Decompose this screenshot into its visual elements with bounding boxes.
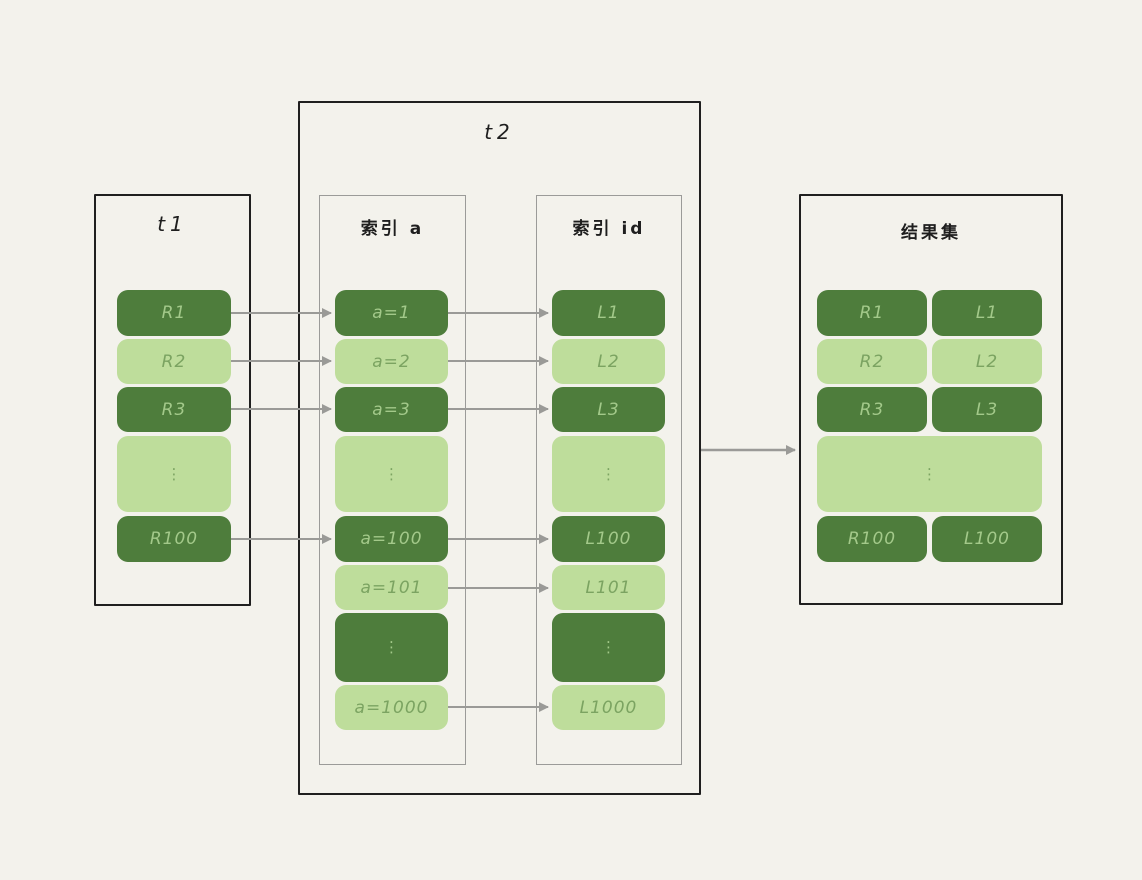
result-row-100-left: R100	[817, 516, 927, 562]
result-row-1-left-label: R1	[859, 303, 885, 323]
index-id-row-100: L100	[552, 516, 665, 562]
index-a-row-1000: a=1000	[335, 685, 448, 730]
index-a-ellipsis-2: ⋮	[335, 613, 448, 682]
index-a-box	[319, 195, 466, 765]
index-a-row-3-label: a=3	[372, 399, 411, 420]
index-id-row-1: L1	[552, 290, 665, 336]
index-id-row-2: L2	[552, 339, 665, 384]
result-row-1-left: R1	[817, 290, 927, 336]
result-row-2-left-label: R2	[859, 351, 885, 372]
index-id-row-101: L101	[552, 565, 665, 610]
result-row-3-right-label: L3	[975, 399, 999, 420]
result-set-box	[799, 194, 1063, 605]
result-row-2-right-label: L2	[975, 351, 999, 372]
index-a-row-2-label: a=2	[372, 351, 411, 372]
result-row-3-right: L3	[932, 387, 1042, 432]
index-id-ellipsis-2: ⋮	[552, 613, 665, 682]
index-id-row-1000-label: L1000	[579, 697, 638, 718]
table-t1-title: t1	[157, 212, 188, 236]
result-set-title: 结果集	[901, 223, 961, 243]
result-row-100-left-label: R100	[847, 529, 897, 549]
index-id-box	[536, 195, 682, 765]
result-row-ellipsis: ⋮	[817, 436, 1042, 512]
result-row-2-left: R2	[817, 339, 927, 384]
index-a-row-101-label: a=101	[360, 577, 423, 598]
result-row-1-right: L1	[932, 290, 1042, 336]
index-a-row-3: a=3	[335, 387, 448, 432]
index-id-ellipsis-2-glyph: ⋮	[601, 638, 616, 656]
t1-row-r1: R1	[117, 290, 231, 336]
index-id-row-101-label: L101	[585, 577, 632, 598]
index-id-title: 索引 id	[572, 219, 646, 239]
index-a-row-1000-label: a=1000	[354, 697, 429, 718]
index-id-row-1000: L1000	[552, 685, 665, 730]
table-t2-box	[298, 101, 701, 795]
index-id-row-2-label: L2	[597, 351, 620, 372]
t1-row-r3-label: R3	[161, 399, 187, 420]
index-id-row-3: L3	[552, 387, 665, 432]
result-row-100-right-label: L100	[964, 529, 1010, 549]
t1-ellipsis-glyph: ⋮	[166, 464, 182, 483]
t1-row-r3: R3	[117, 387, 231, 432]
index-id-row-1-label: L1	[597, 303, 620, 323]
index-a-row-1-label: a=1	[372, 303, 411, 323]
result-row-3-left: R3	[817, 387, 927, 432]
index-a-ellipsis-1: ⋮	[335, 436, 448, 512]
result-row-2-right: L2	[932, 339, 1042, 384]
table-t1-box	[94, 194, 251, 606]
index-a-row-100-label: a=100	[360, 529, 423, 549]
result-row-1-right-label: L1	[975, 303, 999, 323]
index-id-ellipsis-1-glyph: ⋮	[601, 464, 616, 483]
result-ellipsis-glyph: ⋮	[922, 464, 937, 483]
index-id-row-100-label: L100	[585, 529, 632, 549]
index-id-ellipsis-1: ⋮	[552, 436, 665, 512]
t1-row-r1-label: R1	[161, 303, 187, 323]
t1-row-r2: R2	[117, 339, 231, 384]
result-row-3-left-label: R3	[859, 399, 885, 420]
t1-row-r100-label: R100	[149, 529, 199, 549]
t1-row-ellipsis: ⋮	[117, 436, 231, 512]
index-id-row-3-label: L3	[597, 399, 620, 420]
index-a-ellipsis-1-glyph: ⋮	[384, 464, 399, 483]
t1-row-r100: R100	[117, 516, 231, 562]
index-a-title: 索引 a	[360, 219, 425, 239]
index-a-row-1: a=1	[335, 290, 448, 336]
index-a-row-100: a=100	[335, 516, 448, 562]
index-a-row-2: a=2	[335, 339, 448, 384]
index-a-ellipsis-2-glyph: ⋮	[384, 638, 399, 656]
table-t2-title: t2	[484, 120, 515, 144]
result-row-100-right: L100	[932, 516, 1042, 562]
index-a-row-101: a=101	[335, 565, 448, 610]
t1-row-r2-label: R2	[161, 351, 187, 372]
